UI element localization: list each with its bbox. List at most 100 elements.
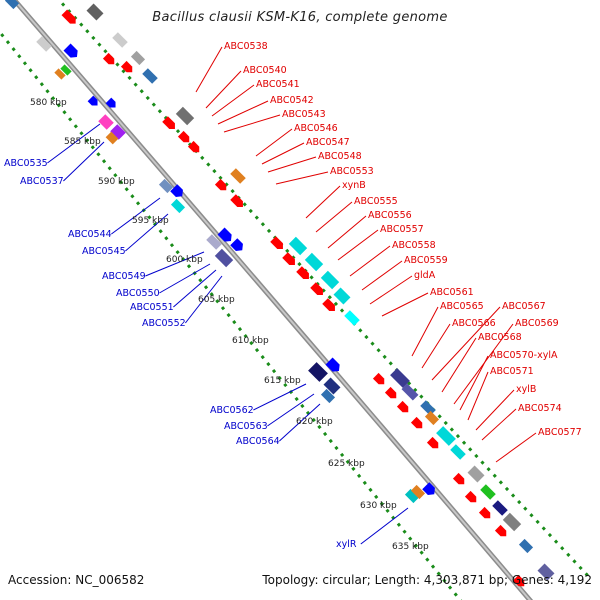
reverse-feature (98, 114, 114, 130)
forward-feature (102, 52, 115, 65)
forward-gene-label: ABC0558 (392, 240, 436, 251)
reverse-feature (410, 484, 426, 500)
forward-leader-line (361, 260, 403, 291)
forward-gene-label: ABC0567 (502, 301, 546, 312)
forward-feature (512, 574, 525, 587)
genome-backbone (11, 0, 534, 600)
reverse-leader-line (111, 197, 161, 235)
forward-gene-label: ABC0570-xylA (490, 350, 558, 361)
forward-feature (372, 372, 385, 385)
kbp-tick-label: 605 kbp (198, 295, 235, 305)
forward-feature (230, 168, 246, 184)
forward-feature (162, 116, 175, 129)
reverse-feature (214, 248, 234, 268)
forward-feature (296, 266, 309, 279)
forward-gene-label: ABC0540 (243, 65, 287, 76)
forward-leader-line (475, 389, 515, 431)
reverse-feature (308, 362, 328, 382)
forward-feature (420, 400, 436, 416)
reverse-gene-label: ABC0550 (116, 288, 160, 299)
reverse-leader-line (279, 403, 321, 442)
forward-gene-label: ABC0557 (380, 224, 424, 235)
reverse-leader-line (267, 393, 315, 427)
forward-gene-label: ABC0571 (490, 366, 534, 377)
forward-leader-line (459, 355, 489, 411)
forward-feature (310, 282, 323, 295)
forward-feature (320, 270, 340, 290)
reverse-gene-label: ABC0563 (224, 421, 268, 432)
reverse-gene-label: ABC0535 (4, 158, 48, 169)
forward-feature (492, 500, 508, 516)
reverse-feature (158, 178, 174, 194)
reverse-feature (170, 198, 186, 214)
forward-feature (494, 524, 507, 537)
forward-gene-label: ABC0541 (256, 79, 300, 90)
reverse-gene-label: ABC0564 (236, 436, 280, 447)
genome-backbone-highlight (13, 0, 532, 600)
forward-feature (518, 538, 534, 554)
forward-leader-line (261, 142, 305, 165)
kbp-tick-label: 590 kbp (98, 177, 135, 187)
forward-gene-label: ABC0547 (306, 137, 350, 148)
forward-gene-label: ABC0574 (518, 403, 562, 414)
forward-feature (464, 490, 477, 503)
forward-leader-line (337, 229, 379, 261)
forward-feature (436, 426, 456, 446)
forward-feature (142, 68, 158, 84)
forward-leader-line (223, 114, 281, 133)
reverse-feature (325, 357, 340, 372)
kbp-tick-label: 610 kbp (232, 336, 269, 346)
dotted-track (0, 30, 463, 600)
forward-leader-line (369, 275, 413, 305)
forward-leader-line (315, 201, 353, 233)
forward-gene-label: ABC0569 (515, 318, 559, 329)
gene-labels: ABC0538ABC0540ABC0541ABC0542ABC0543ABC05… (4, 41, 582, 550)
reverse-gene-label: ABC0549 (102, 271, 146, 282)
reverse-feature (105, 97, 116, 108)
forward-feature (467, 465, 485, 483)
reverse-feature (422, 482, 435, 495)
forward-feature (304, 252, 324, 272)
forward-gene-label: ABC0577 (538, 427, 582, 438)
accession-text: Accession: NC_006582 (8, 573, 145, 587)
forward-leader-line (327, 215, 367, 249)
kbp-tick-label: 585 kbp (64, 137, 101, 147)
map-title: Bacillus clausii KSM-K16, complete genom… (152, 10, 448, 25)
reverse-leader-line (125, 213, 169, 252)
forward-feature (384, 386, 397, 399)
forward-feature (452, 472, 465, 485)
forward-feature (396, 400, 409, 413)
reverse-leader-line (360, 507, 409, 545)
kbp-tick-label: 595 kbp (132, 216, 169, 226)
reverse-gene-label: ABC0552 (142, 318, 186, 329)
forward-gene-label: ABC0542 (270, 95, 314, 106)
kbp-tick-label: 615 kbp (264, 376, 301, 386)
forward-leader-line (467, 371, 489, 421)
forward-gene-label: ABC0559 (404, 255, 448, 266)
forward-gene-label: ABC0556 (368, 210, 412, 221)
reverse-feature (323, 377, 341, 395)
forward-feature (333, 287, 351, 305)
forward-feature (424, 410, 440, 426)
forward-feature (270, 236, 283, 249)
forward-feature (175, 106, 195, 126)
reverse-feature (87, 95, 98, 106)
forward-feature (322, 298, 335, 311)
forward-feature (426, 436, 439, 449)
forward-gene-label: gldA (414, 270, 436, 281)
reverse-leader-line (145, 251, 205, 277)
forward-feature (130, 50, 146, 66)
kbp-tick-label: 625 kbp (328, 459, 365, 469)
reverse-feature (4, 0, 20, 10)
reverse-feature (230, 238, 243, 251)
reverse-feature (36, 36, 52, 52)
forward-leader-line (411, 306, 439, 357)
reverse-leader-line (185, 275, 223, 324)
forward-leader-line (211, 84, 255, 117)
forward-gene-label: ABC0543 (282, 109, 326, 120)
label-leader-lines (47, 46, 537, 545)
forward-feature (288, 236, 308, 256)
forward-leader-line (305, 185, 341, 219)
forward-leader-line (195, 46, 223, 93)
